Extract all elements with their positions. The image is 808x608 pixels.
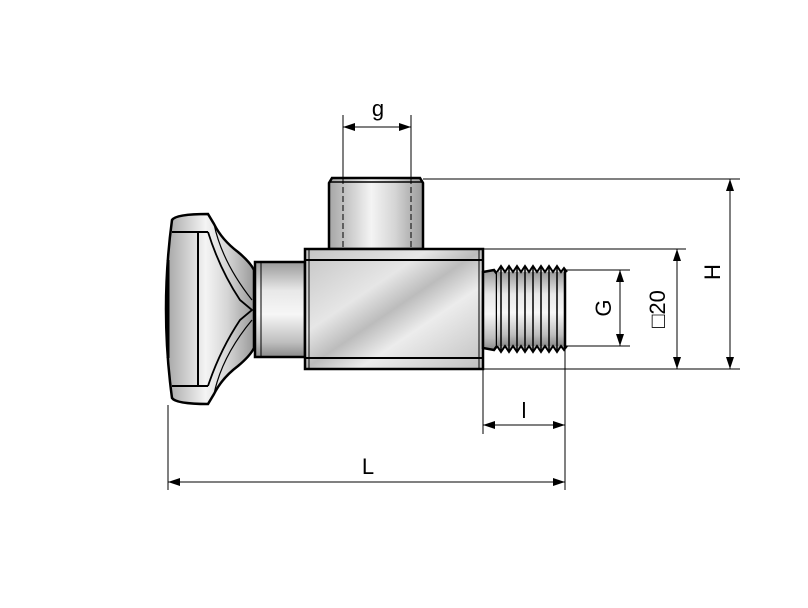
square-body	[303, 247, 485, 371]
dimension-label-l: l	[522, 398, 527, 423]
dimension-l: l	[482, 346, 566, 490]
neck-cylinder	[253, 260, 307, 359]
dimension-g: g	[342, 96, 412, 178]
dimension-G: G	[565, 269, 630, 347]
threaded-end	[481, 264, 568, 354]
dimension-label-g: g	[372, 96, 384, 121]
dimension-label-L: L	[362, 454, 374, 479]
dimension-label-H: H	[700, 264, 725, 280]
dimension-H: H	[423, 178, 740, 370]
dimension-label-square-20: □20	[645, 290, 670, 328]
top-boss	[327, 176, 425, 251]
dimension-label-G: G	[591, 299, 616, 316]
dimension-square-20: □20	[483, 248, 686, 369]
star-knob	[164, 212, 256, 406]
dimension-L: L	[167, 405, 565, 490]
